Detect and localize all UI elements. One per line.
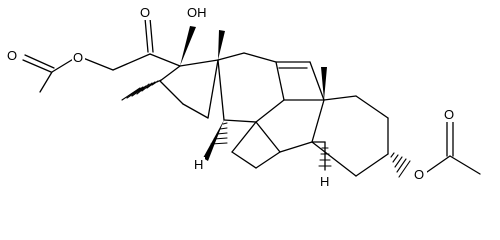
c14-hydrogen-label: H <box>194 157 203 172</box>
right-acetoxy <box>390 121 481 178</box>
c5-hydrogen-label: H <box>320 174 329 189</box>
carbonyl-oxygen-left-label: O <box>7 48 17 63</box>
ester-oxygen-left-label: O <box>73 50 83 65</box>
ring-d <box>121 26 225 119</box>
ring-a <box>311 67 389 177</box>
molecule-svg: O OH O O H H O O <box>6 4 481 189</box>
ester-oxygen-right-label: O <box>414 167 424 182</box>
ketone-oxygen-label: O <box>140 5 150 20</box>
atom-labels: O OH O O H H O O <box>6 4 457 189</box>
carbonyl-oxygen-right-label: O <box>444 107 454 122</box>
ring-c <box>203 52 285 161</box>
left-acetoxy-side-chain <box>22 17 181 93</box>
structure-diagram: O OH O O H H O O <box>6 4 481 189</box>
hydroxyl-label: OH <box>187 5 207 20</box>
ring-b <box>231 61 325 169</box>
